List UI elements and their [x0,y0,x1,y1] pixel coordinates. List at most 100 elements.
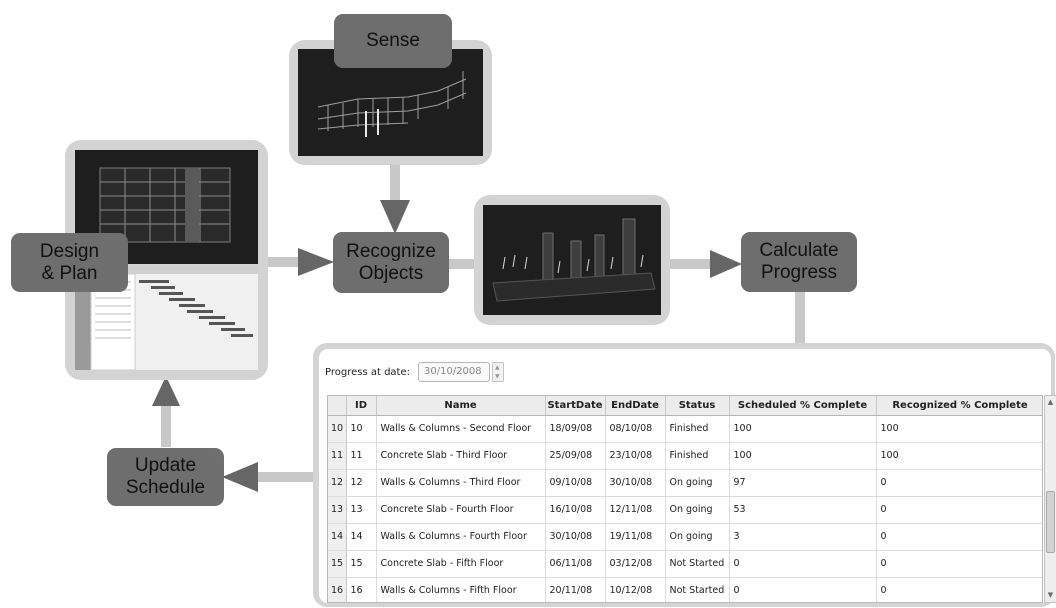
table-cell[interactable]: 0 [876,496,1042,524]
scroll-up-icon[interactable]: ▲ [1047,398,1054,406]
table-cell[interactable]: 06/11/08 [545,550,606,578]
table-cell[interactable]: 03/12/08 [605,550,666,578]
table-cell[interactable]: 11 [346,442,377,470]
row-number-cell[interactable]: 14 [328,523,347,551]
column-header[interactable]: Name [376,396,546,416]
table-cell[interactable]: 14 [346,523,377,551]
table-cell[interactable]: On going [665,469,730,497]
table-cell[interactable]: 0 [729,550,877,578]
table-cell[interactable]: 100 [876,415,1042,443]
column-header[interactable]: Recognized % Complete [876,396,1042,416]
scrollbar-thumb[interactable] [1046,491,1055,553]
progress-date-input[interactable]: 30/10/2008 [418,362,490,382]
column-header[interactable]: EndDate [605,396,666,416]
arrow-into-update [222,462,258,492]
recognized-columns-graphic [492,218,656,302]
table-cell[interactable]: 53 [729,496,877,524]
table-cell[interactable]: Concrete Slab - Fourth Floor [376,496,546,524]
table-cell[interactable]: 100 [876,442,1042,470]
table-cell[interactable]: Walls & Columns - Fifth Floor [376,577,546,602]
column-header[interactable]: Scheduled % Complete [729,396,877,416]
table-cell[interactable]: Not Started [665,550,730,578]
row-number-cell[interactable]: 16 [328,577,347,602]
point-cloud-scan-graphic [317,71,467,137]
table-cell[interactable]: 0 [876,577,1042,602]
row-number-cell[interactable]: 13 [328,496,347,524]
table-cell[interactable]: On going [665,496,730,524]
recognize-objects-node: Recognize Objects [333,232,449,293]
table-cell[interactable]: 08/10/08 [605,415,666,443]
column-header[interactable]: ID [346,396,377,416]
table-cell[interactable]: 12 [346,469,377,497]
update-schedule-node: Update Schedule [107,448,224,506]
table-cell[interactable]: 18/09/08 [545,415,606,443]
table-cell[interactable]: 20/11/08 [545,577,606,602]
table-cell[interactable]: 0 [876,469,1042,497]
table-cell[interactable]: On going [665,523,730,551]
spin-down-icon[interactable]: ▼ [495,373,500,380]
table-cell[interactable]: 19/11/08 [605,523,666,551]
sense-node: Sense [334,14,452,68]
table-cell[interactable]: 0 [729,577,877,602]
building-model-image [75,150,258,264]
table-cell[interactable]: 25/09/08 [545,442,606,470]
table-cell[interactable]: Concrete Slab - Third Floor [376,442,546,470]
table-cell[interactable]: Finished [665,442,730,470]
progress-date-label: Progress at date: [325,366,410,378]
table-cell[interactable]: 10/12/08 [605,577,666,602]
table-cell[interactable]: 100 [729,415,877,443]
table-cell[interactable]: 23/10/08 [605,442,666,470]
table-cell[interactable]: 12/11/08 [605,496,666,524]
row-number-cell[interactable]: 15 [328,550,347,578]
table-cell[interactable]: 3 [729,523,877,551]
table-cell[interactable]: Not Started [665,577,730,602]
recognized-columns-image [483,205,661,315]
table-cell[interactable]: Finished [665,415,730,443]
table-cell[interactable]: 09/10/08 [545,469,606,497]
table-cell[interactable]: 30/10/08 [545,523,606,551]
design-plan-node: Design & Plan [11,233,128,292]
table-cell[interactable]: 16 [346,577,377,602]
arrow-into-recognize-left [298,248,334,276]
date-spinner[interactable]: ▲ ▼ [492,362,504,382]
table-cell[interactable]: Walls & Columns - Second Floor [376,415,546,443]
table-cell[interactable]: 10 [346,415,377,443]
table-cell[interactable]: 16/10/08 [545,496,606,524]
arrow-into-design-frame [152,376,180,406]
table-cell[interactable]: Walls & Columns - Fourth Floor [376,523,546,551]
table-cell[interactable]: 0 [876,523,1042,551]
scroll-down-icon[interactable]: ▼ [1047,591,1054,599]
table-vertical-scrollbar[interactable]: ▲ ▼ [1044,395,1056,603]
table-cell[interactable]: Concrete Slab - Fifth Floor [376,550,546,578]
row-number-cell[interactable]: 10 [328,415,347,443]
spin-up-icon[interactable]: ▲ [495,364,500,371]
table-cell[interactable]: 30/10/08 [605,469,666,497]
table-cell[interactable]: 97 [729,469,877,497]
column-header[interactable]: StartDate [545,396,606,416]
column-header[interactable] [328,396,347,416]
row-number-cell[interactable]: 11 [328,442,347,470]
column-header[interactable]: Status [665,396,730,416]
table-cell[interactable]: 0 [876,550,1042,578]
table-cell[interactable]: Walls & Columns - Third Floor [376,469,546,497]
row-number-cell[interactable]: 12 [328,469,347,497]
table-cell[interactable]: 100 [729,442,877,470]
recognized-objects-image-frame [474,195,670,325]
building-model-graphic [99,167,231,243]
calculate-progress-node: Calculate Progress [741,232,857,292]
table-cell[interactable]: 15 [346,550,377,578]
table-cell[interactable]: 13 [346,496,377,524]
